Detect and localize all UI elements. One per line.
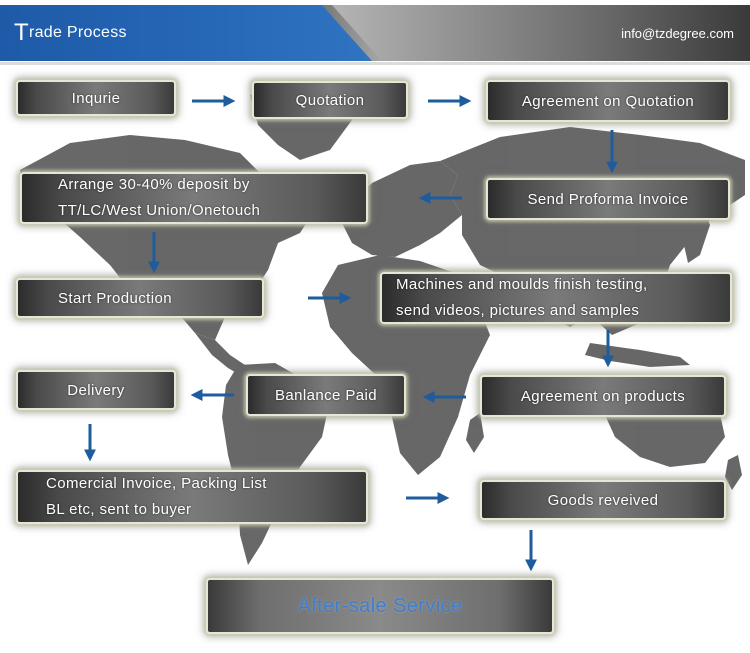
step-after-sale: After-sale Service xyxy=(206,578,554,634)
map-new-zealand xyxy=(725,455,742,490)
step-send-proforma: Send Proforma Invoice xyxy=(486,178,730,220)
map-central-america xyxy=(195,333,245,375)
step-testing-line1: Machines and moulds finish testing, xyxy=(396,276,648,293)
step-quotation-label: Quotation xyxy=(295,91,365,109)
step-start-production: Start Production xyxy=(16,278,264,318)
step-balance-paid: Banlance Paid xyxy=(246,374,406,416)
step-inquire: Inqurie xyxy=(16,80,176,116)
step-invoice: Comercial Invoice, Packing List BL etc, … xyxy=(16,470,368,524)
step-inquire-label: Inqurie xyxy=(71,89,121,107)
map-madagascar xyxy=(466,413,484,453)
step-testing-line2: send videos, pictures and samples xyxy=(396,302,640,319)
step-goods-received-label: Goods reveived xyxy=(547,491,659,509)
header-banner xyxy=(0,5,372,61)
step-agreement-quotation-label: Agreement on Quotation xyxy=(521,92,695,110)
step-invoice-line1: Comercial Invoice, Packing List xyxy=(46,475,267,492)
step-delivery: Delivery xyxy=(16,370,176,410)
contact-email: info@tzdegree.com xyxy=(621,26,734,41)
page-title: Trade Process xyxy=(14,19,127,47)
step-balance-paid-label: Banlance Paid xyxy=(275,386,377,404)
step-testing: Machines and moulds finish testing, send… xyxy=(380,272,732,324)
step-invoice-line2: BL etc, sent to buyer xyxy=(46,501,192,518)
page-title-initial: T xyxy=(14,19,29,46)
step-agreement-quotation: Agreement on Quotation xyxy=(486,80,730,122)
step-deposit-line2: TT/LC/West Union/Onetouch xyxy=(58,202,261,219)
page-title-rest: rade Process xyxy=(28,24,127,41)
step-goods-received: Goods reveived xyxy=(480,480,726,520)
step-agreement-products-label: Agreement on products xyxy=(520,387,686,405)
step-deposit-line1: Arrange 30-40% deposit by xyxy=(58,176,250,193)
step-send-proforma-label: Send Proforma Invoice xyxy=(527,190,689,208)
map-europe xyxy=(338,161,462,257)
step-delivery-label: Delivery xyxy=(67,381,125,399)
step-agreement-products: Agreement on products xyxy=(480,375,726,417)
step-quotation: Quotation xyxy=(252,81,408,119)
step-deposit: Arrange 30-40% deposit by TT/LC/West Uni… xyxy=(20,172,368,224)
step-start-production-label: Start Production xyxy=(58,289,172,307)
header-divider xyxy=(0,62,750,65)
step-after-sale-label: After-sale Service xyxy=(297,594,463,617)
